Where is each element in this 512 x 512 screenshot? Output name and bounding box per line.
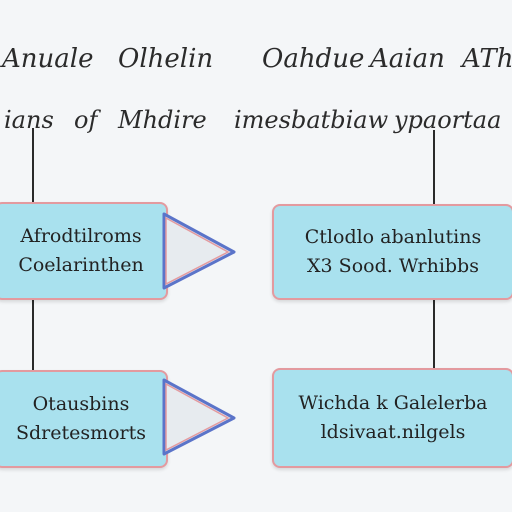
box-text-line: Otausbins	[32, 392, 130, 415]
box-text-line: Sdretesmorts	[15, 422, 147, 444]
title-word: Aaian	[370, 44, 445, 74]
process-box: Afrodtilroms Coelarinthen	[0, 202, 168, 300]
box-text-line: Coelarinthen	[18, 254, 144, 276]
connector-line	[433, 130, 435, 204]
title-word: Anuale	[2, 44, 94, 74]
subtitle-word: Mhdire	[118, 106, 207, 134]
subtitle-word: imesbatbiaw	[234, 106, 389, 134]
process-box: Ctlodlo abanlutins X3 Sood. Wrhibbs	[272, 204, 512, 300]
box-text-line: X3 Sood. Wrhibbs	[307, 255, 479, 277]
title-word: Oahdue	[262, 44, 365, 74]
connector-line	[32, 298, 34, 370]
box-text-line: Afrodtilroms	[20, 224, 142, 247]
title-word: ATh	[462, 44, 512, 74]
box-text-line: Wichda k Galelerba	[298, 391, 488, 414]
connector-line	[433, 298, 435, 368]
process-box: Wichda k Galelerba ldsivaat.nilgels	[272, 368, 512, 468]
box-text-line: Ctlodlo abanlutins	[304, 225, 482, 248]
connector-line	[32, 128, 34, 202]
subtitle-word: of	[74, 106, 98, 134]
subtitle-word: ypaortaa	[394, 106, 502, 134]
arrow-right-icon	[162, 212, 236, 290]
process-box: Otausbins Sdretesmorts	[0, 370, 168, 468]
subtitle-word: ians	[4, 106, 54, 134]
title-word: Olhelin	[118, 44, 214, 74]
arrow-right-icon	[162, 378, 236, 456]
box-text-line: ldsivaat.nilgels	[320, 421, 466, 443]
